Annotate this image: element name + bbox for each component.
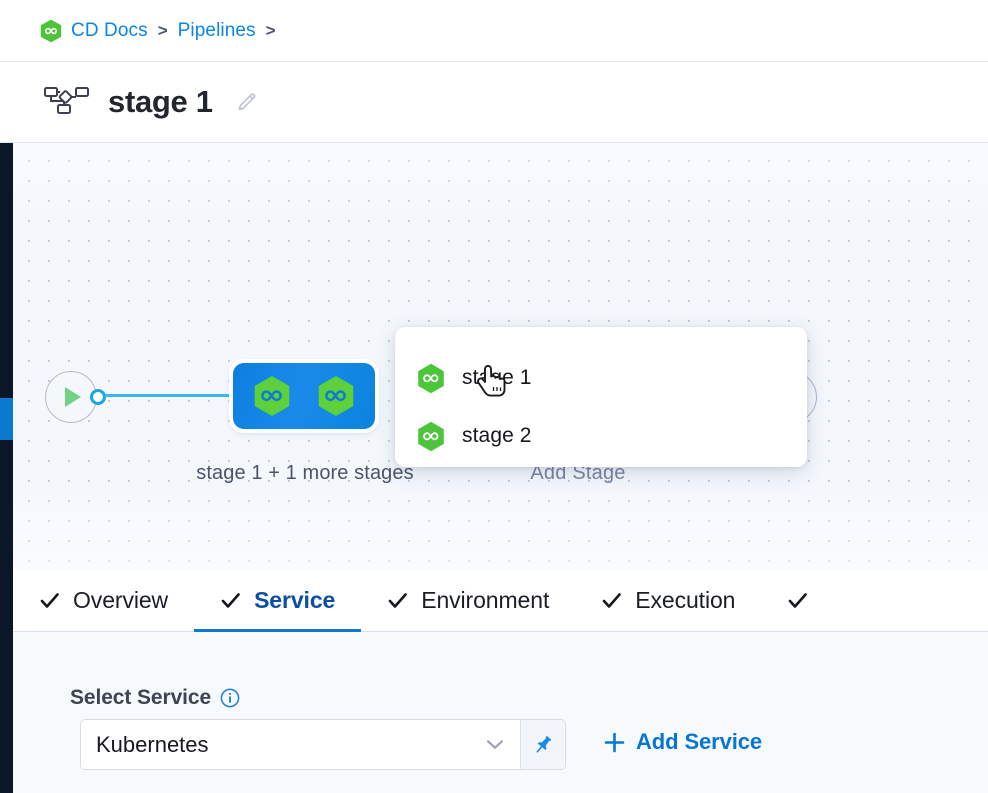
breadcrumb-item-cd-docs[interactable]: CD Docs	[71, 19, 148, 41]
pin-service-button[interactable]	[520, 720, 565, 769]
tab-overview[interactable]: Overview	[13, 570, 194, 632]
breadcrumb-separator: >	[157, 20, 168, 40]
service-dropdown[interactable]: Kubernetes	[81, 720, 520, 769]
tab-environment[interactable]: Environment	[361, 570, 575, 632]
check-icon	[602, 593, 622, 608]
plus-icon	[604, 732, 625, 752]
start-connector-dot[interactable]	[90, 389, 106, 405]
popover-item-label: stage 1	[462, 366, 532, 389]
stage-config-tabs: Overview Service Environment Execution	[13, 570, 988, 633]
check-icon	[40, 593, 59, 608]
add-service-button[interactable]: Add Service	[604, 729, 762, 755]
tab-label: Execution	[635, 587, 736, 613]
stage-list-popover[interactable]: stage 1 stage 2	[395, 327, 807, 467]
check-icon	[789, 593, 808, 608]
breadcrumb: CD Docs > Pipelines >	[0, 0, 988, 62]
title-bar: stage 1	[0, 62, 988, 143]
tab-label: Overview	[73, 587, 169, 613]
check-icon	[221, 593, 240, 608]
popover-item-stage-2[interactable]: stage 2	[395, 407, 807, 465]
stage-group-node[interactable]	[233, 363, 375, 429]
pipeline-nodes-icon	[44, 87, 89, 114]
add-stage-label: Add Stage	[530, 462, 626, 484]
deploy-hexagon-icon	[418, 363, 444, 393]
info-circle-icon[interactable]	[220, 688, 240, 708]
select-service-label-group: Select Service	[70, 686, 240, 710]
pin-icon	[536, 735, 552, 753]
tab-service[interactable]: Service	[194, 570, 362, 633]
select-service-label: Select Service	[70, 686, 212, 709]
page-title: stage 1	[108, 84, 213, 119]
tab-execution[interactable]: Execution	[575, 570, 761, 632]
left-nav-active-indicator[interactable]	[0, 398, 13, 440]
service-dropdown-value: Kubernetes	[96, 731, 209, 757]
stage-group-label: stage 1 + 1 more stages	[196, 462, 414, 484]
check-icon	[388, 593, 408, 608]
deploy-hexagon-icon	[254, 376, 290, 416]
breadcrumb-item-pipelines[interactable]: Pipelines	[177, 19, 256, 41]
left-nav-rail	[0, 143, 13, 793]
add-service-label: Add Service	[636, 729, 763, 754]
popover-item-stage-1[interactable]: stage 1	[395, 349, 807, 407]
harness-hexagon-icon	[40, 19, 62, 42]
chevron-down-icon	[486, 740, 504, 749]
play-triangle-icon	[65, 387, 81, 407]
pipeline-start-node[interactable]	[45, 371, 97, 423]
select-service-control[interactable]: Kubernetes	[80, 719, 566, 770]
tab-label: Service	[254, 587, 336, 613]
tab-label: Environment	[421, 587, 550, 613]
pencil-edit-icon[interactable]	[235, 90, 259, 114]
deploy-hexagon-icon	[418, 421, 444, 451]
connector-line	[105, 394, 235, 398]
tab-next-truncated[interactable]	[761, 570, 847, 632]
breadcrumb-separator: >	[265, 20, 276, 40]
deploy-hexagon-icon	[318, 376, 354, 416]
popover-item-label: stage 2	[462, 424, 532, 447]
